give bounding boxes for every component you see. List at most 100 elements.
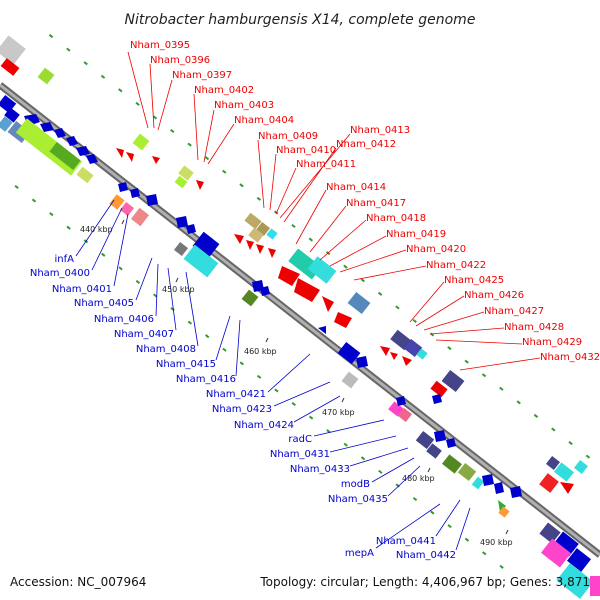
gene-label-nham-0432: Nham_0432	[459, 352, 600, 371]
svg-text:Nham_0435: Nham_0435	[328, 494, 388, 505]
gene-label-nham-0423: Nham_0423	[212, 381, 331, 415]
svg-text:Nham_0397: Nham_0397	[172, 70, 232, 81]
svg-text:Nham_0412: Nham_0412	[336, 139, 396, 150]
gene-label-infa: infA	[55, 199, 115, 265]
svg-text:infA: infA	[55, 254, 75, 265]
gene-label-nham-0433: Nham_0433	[290, 447, 409, 475]
tick-mark	[273, 210, 279, 215]
tick-mark	[187, 142, 192, 147]
kbp-markers: 440 kbp 450 kbp 460 kbp 470 kbp 480 kbp …	[80, 219, 513, 547]
gene-label-nham-0441: Nham_0441	[376, 499, 461, 547]
svg-text:Nham_0410: Nham_0410	[276, 145, 336, 156]
svg-text:Nham_0411: Nham_0411	[296, 159, 356, 170]
svg-text:Nham_0433: Nham_0433	[290, 464, 350, 475]
tick-mark	[49, 212, 54, 217]
svg-text:Nham_0403: Nham_0403	[214, 100, 274, 111]
tick-mark	[360, 278, 365, 283]
gene-label-nham-0409: Nham_0409	[257, 131, 318, 209]
gene-label-nham-0407: Nham_0407	[114, 267, 177, 340]
gene-label-nham-0410: Nham_0410	[269, 145, 336, 211]
svg-text:Nham_0427: Nham_0427	[484, 306, 544, 317]
tick-mark	[187, 320, 193, 325]
gene-label-nham-0420: Nham_0420	[339, 244, 466, 273]
tick-mark	[343, 264, 348, 269]
svg-text:Nham_0426: Nham_0426	[464, 290, 524, 301]
tick-mark	[447, 346, 452, 351]
gene-label-nham-0428: Nham_0428	[429, 322, 564, 335]
tick-mark	[291, 223, 296, 229]
tick-mark	[204, 156, 210, 161]
kbp-marker-480: 480 kbp	[402, 467, 435, 483]
tick-mark	[395, 305, 400, 310]
svg-text:modB: modB	[341, 479, 370, 490]
gene-features	[0, 35, 600, 599]
svg-text:Nham_0416: Nham_0416	[176, 374, 236, 385]
svg-text:Nham_0424: Nham_0424	[234, 420, 294, 431]
svg-text:Nham_0414: Nham_0414	[326, 182, 386, 193]
svg-text:Nham_0420: Nham_0420	[406, 244, 466, 255]
tick-mark	[482, 551, 487, 556]
tick-mark	[533, 413, 539, 418]
tick-mark	[83, 61, 88, 66]
gene-label-nham-0414: Nham_0414	[295, 182, 386, 245]
tick-mark	[499, 564, 504, 569]
gene-label-nham-0425: Nham_0425	[409, 275, 504, 323]
tick-mark	[170, 129, 175, 134]
svg-text:Nham_0442: Nham_0442	[396, 550, 456, 561]
tick-mark	[100, 74, 106, 79]
svg-text:Nham_0431: Nham_0431	[270, 449, 330, 460]
gene-label-nham-0421: Nham_0421	[206, 353, 311, 400]
tick-mark	[499, 386, 504, 391]
kbp-marker-450: 450 kbp	[162, 277, 195, 294]
tick-mark	[516, 400, 521, 405]
gene-label-nham-0408: Nham_0408	[136, 271, 199, 355]
gene-label-nham-0435: Nham_0435	[328, 465, 421, 505]
svg-text:Nham_0418: Nham_0418	[366, 213, 426, 224]
tick-mark	[66, 225, 71, 230]
svg-text:Nham_0429: Nham_0429	[522, 337, 582, 348]
reverse-gene-labels: infA Nham_0400 Nham_0401 Nham_0405 Nham_…	[30, 199, 471, 561]
tick-mark	[31, 198, 37, 203]
tick-mark	[274, 388, 279, 393]
map-title: Nitrobacter hamburgensis X14, complete g…	[125, 12, 476, 28]
gene-label-nham-0395: Nham_0395	[127, 40, 190, 129]
tick-mark	[66, 47, 71, 52]
svg-text:Nham_0421: Nham_0421	[206, 389, 266, 400]
svg-text:Nham_0401: Nham_0401	[52, 284, 112, 295]
gene-label-nham-0431: Nham_0431	[270, 435, 397, 460]
tick-mark	[135, 279, 141, 284]
svg-text:Nham_0422: Nham_0422	[426, 260, 486, 271]
tick-mark	[291, 402, 296, 407]
svg-text:480 kbp: 480 kbp	[402, 474, 435, 483]
tick-mark	[256, 196, 262, 201]
genome-backbone	[0, 82, 600, 558]
svg-text:440 kbp: 440 kbp	[80, 225, 113, 234]
gene-label-nham-0404: Nham_0404	[207, 115, 294, 165]
svg-text:Nham_0409: Nham_0409	[258, 131, 318, 142]
gene-label-nham-0397: Nham_0397	[157, 70, 232, 131]
gene-label-modb: modB	[341, 457, 415, 490]
accession-text: Accession: NC_007964	[10, 575, 146, 589]
svg-text:Nham_0415: Nham_0415	[156, 359, 216, 370]
kbp-marker-490: 490 kbp	[480, 529, 513, 547]
gene-label-nham-0416: Nham_0416	[176, 319, 241, 385]
svg-text:Nham_0425: Nham_0425	[444, 275, 504, 286]
svg-text:460 kbp: 460 kbp	[244, 347, 277, 356]
svg-text:Nham_0402: Nham_0402	[194, 85, 254, 96]
tick-mark	[256, 374, 262, 379]
gene-label-nham-0417: Nham_0417	[309, 198, 406, 253]
svg-text:Nham_0423: Nham_0423	[212, 404, 272, 415]
gene-label-nham-0419: Nham_0419	[329, 229, 446, 267]
tick-mark	[135, 101, 140, 106]
gene-label-nham-0427: Nham_0427	[423, 306, 544, 331]
tick-mark	[222, 169, 227, 174]
gene-label-nham-0413: Nham_0413	[279, 125, 410, 219]
tick-mark	[118, 88, 123, 93]
gene-label-nham-0426: Nham_0426	[415, 290, 524, 327]
tick-marks	[14, 34, 591, 569]
svg-text:Nham_0404: Nham_0404	[234, 115, 294, 126]
kbp-marker-470: 470 kbp	[322, 397, 355, 417]
svg-text:Nham_0432: Nham_0432	[540, 352, 600, 363]
svg-text:Nham_0407: Nham_0407	[114, 329, 174, 340]
